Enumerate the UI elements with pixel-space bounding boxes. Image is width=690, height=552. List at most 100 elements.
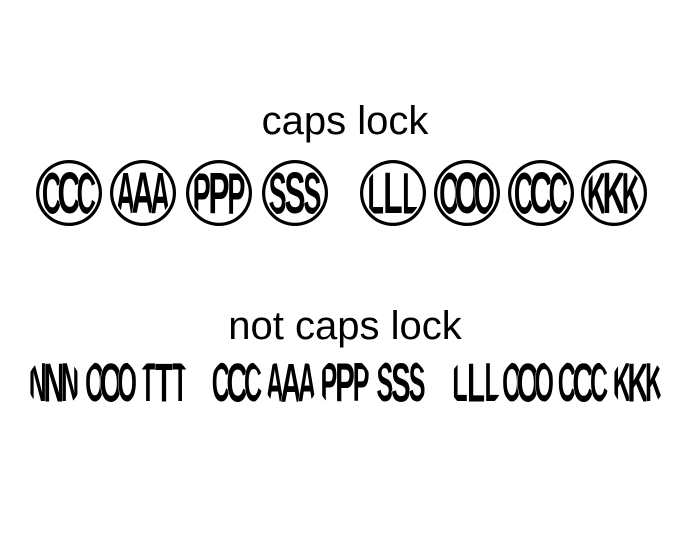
monogram-letter: P (353, 353, 370, 413)
caps-lock-heading: caps lock (261, 99, 429, 143)
monogram-letter: P (193, 161, 211, 227)
monogram-letter: L (383, 161, 402, 227)
monogram-letter: C (226, 353, 247, 414)
monogram-letter: O (455, 161, 480, 227)
monogram-letters: CCC (557, 353, 608, 414)
monogram-letter: K (645, 353, 663, 413)
monogram-letters: CCC (211, 353, 262, 414)
monogram-letter: T (172, 353, 187, 413)
monogram-letter: C (530, 161, 553, 227)
monogram-letter: N (29, 353, 47, 413)
monogram-letter: C (572, 353, 593, 414)
monogram-letter: L (467, 353, 485, 414)
monogram-letters: OOO (85, 353, 137, 414)
monogram-ring-gap (584, 163, 644, 223)
monogram-letter: A (266, 353, 284, 413)
monogram-letter: N (61, 353, 79, 413)
monogram-letter: S (391, 353, 411, 414)
monogram-letter: T (155, 353, 173, 414)
monogram-letter: C (77, 161, 97, 227)
monogram-seal: CCCCCC (36, 160, 102, 227)
monogram-letter: C (514, 161, 534, 227)
monogram-ring-gap (113, 163, 173, 223)
monogram-letters: AAA (115, 161, 171, 227)
monogram-letter: S (377, 353, 394, 413)
monogram-letter: L (484, 353, 499, 413)
monogram-letter: C (244, 353, 262, 413)
monogram-letter: K (587, 161, 607, 227)
caps-lock-monogram-row: CCCCCCAAAAAAPPPPPPSSSSSSLLLLLLOOOOOOCCCC… (0, 158, 690, 228)
monogram-letter: A (280, 353, 301, 414)
monogram-letter: O (439, 161, 460, 227)
monogram-letter: O (534, 353, 554, 413)
monogram-letter: P (208, 161, 229, 227)
monogram-letter: A (132, 161, 155, 227)
monogram-letter: O (100, 353, 123, 414)
monogram-letter: S (303, 161, 321, 227)
not-caps-lock-heading: not caps lock (228, 304, 462, 348)
monogram-letter: O (85, 353, 105, 413)
monogram-letters: KKK (612, 353, 664, 414)
monogram-ring-gap (265, 163, 325, 223)
monogram-letter: C (212, 353, 230, 413)
monogram-ring-gap (437, 163, 497, 223)
monogram-letter: P (321, 353, 338, 413)
monogram-letters: KKK (586, 161, 642, 227)
monogram-letter: S (269, 161, 287, 227)
monogram-letter: K (622, 161, 642, 227)
monogram-letter: L (402, 161, 419, 227)
monogram-letter: S (409, 353, 426, 413)
monogram-letter: T (140, 353, 155, 413)
not-caps-lock-monogram-row: NNNNNNOOOOOOTTTTTTCCCCCCAAAAAAPPPPPPSSSS… (0, 355, 690, 411)
monogram-letter: A (116, 161, 136, 227)
monogram-letters: AAA (265, 353, 316, 414)
monogram-letters: OOO (502, 353, 554, 414)
monogram-letters: NNN (28, 353, 79, 414)
monogram-letter: K (627, 353, 649, 414)
monogram-letter: C (549, 161, 569, 227)
monogram-letters: PPP (320, 353, 370, 413)
monogram-letter: O (474, 161, 495, 227)
monogram-letters: PPP (192, 161, 246, 227)
monogram-letter: N (43, 353, 64, 414)
monogram-letters: CCC (513, 161, 569, 227)
monogram-letters: OOO (439, 161, 495, 227)
monogram-letters: SSS (268, 161, 322, 227)
monogram-ring-gap (39, 163, 99, 223)
monogram-letter: P (227, 161, 245, 227)
monogram-letter: A (151, 161, 171, 227)
monogram-letter: C (58, 161, 81, 227)
monogram-letter: C (590, 353, 608, 413)
monogram-letter: O (117, 353, 137, 413)
monogram-ring-gap (363, 163, 423, 223)
monogram-glyph: NNNNNN (28, 353, 79, 414)
monogram-letter: K (603, 161, 626, 227)
monogram-ring-gap (511, 163, 571, 223)
monogram-ring-gap (189, 163, 249, 223)
monogram-letter: K (613, 353, 631, 413)
monogram-letter: S (284, 161, 305, 227)
monogram-letter: O (517, 353, 540, 414)
monogram-letter: C (558, 353, 576, 413)
monogram-letter: A (298, 353, 316, 413)
